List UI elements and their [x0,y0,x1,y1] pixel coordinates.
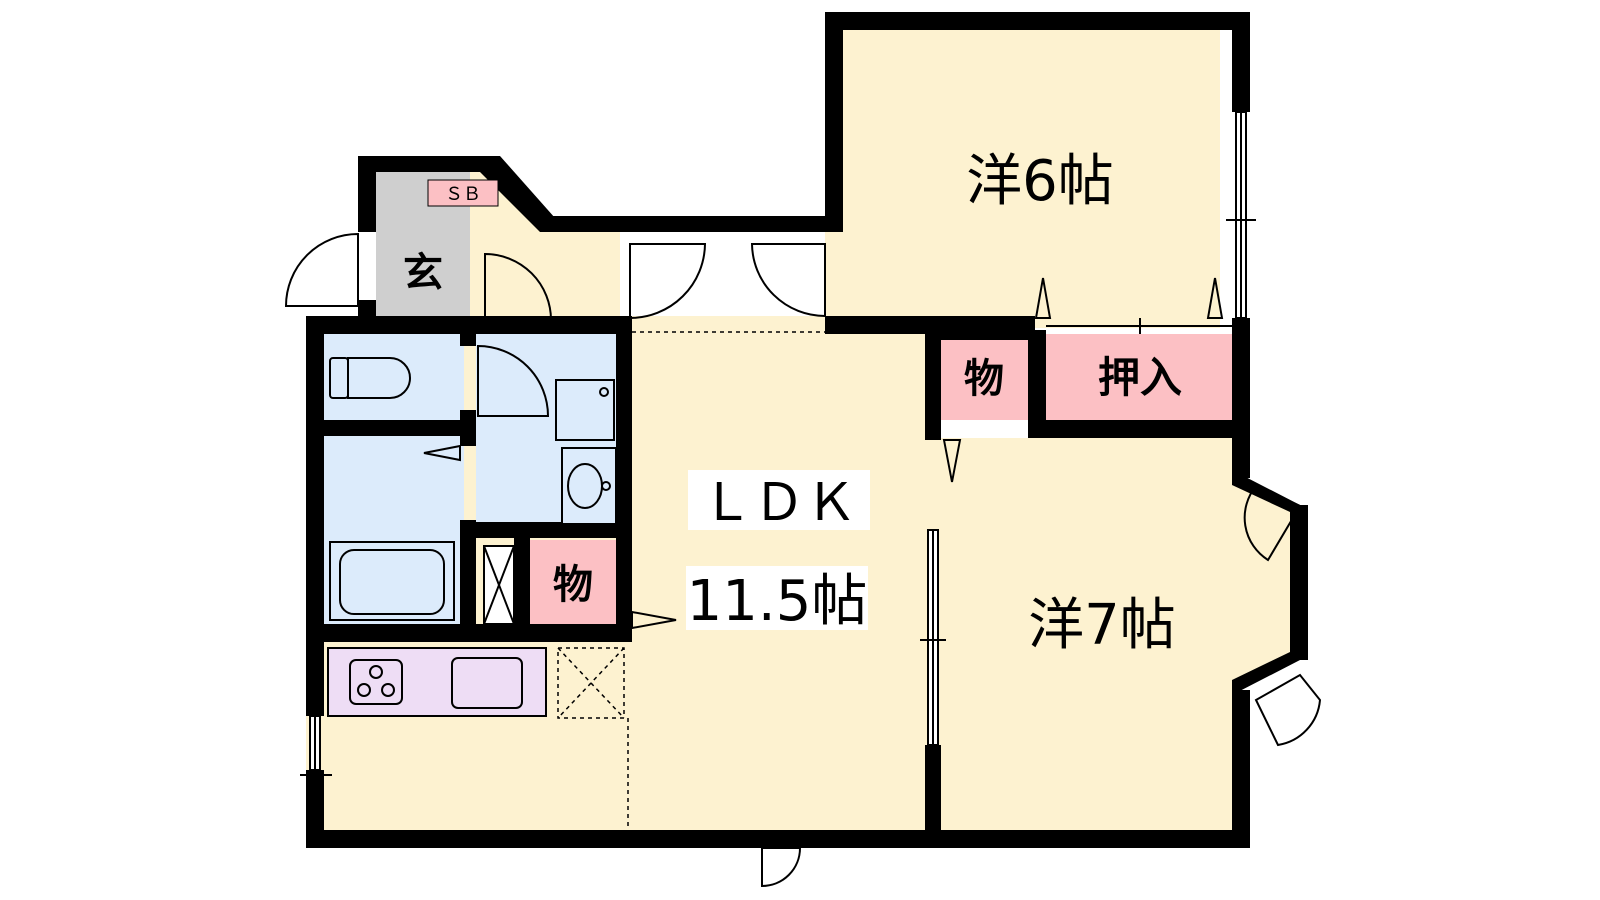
windows [300,111,1256,776]
closet-label: 押入 [1098,353,1182,402]
western7-floor [925,438,1300,840]
doors [284,232,1322,888]
bay-door-bottom [1254,673,1322,747]
washing-machine-icon [555,379,615,441]
storage-small-label: 物 [553,562,593,608]
closet-floor [1046,334,1234,420]
ldk-size-label: 11.5帖 [687,569,868,634]
walls [306,12,1308,848]
stove-icon [349,659,403,705]
refrigerator-space-icon [557,647,625,719]
toilet-door [477,344,550,417]
balcony-door [761,847,802,888]
labels: ＳＢ 玄 物 押入 洋6帖 洋7帖 ＬＤＫ 11.5帖 物 [403,149,1182,658]
shelf-icon [483,545,515,625]
storage-small-floor [530,540,616,624]
hall-floor [460,165,620,330]
storage-top-floor [940,334,1028,420]
bay-door-top [1243,484,1302,562]
fixtures [327,331,825,830]
hall-door [484,252,553,321]
ldk-name-label: ＬＤＫ [701,473,857,533]
shoe-box-label: ＳＢ [445,184,481,205]
toilet-icon [329,357,411,399]
kitchen-sink-icon [451,657,523,709]
ldk-door-left [629,243,707,320]
toilet-floor [324,334,464,420]
bathtub-icon [329,541,455,621]
entrance-door [284,232,359,307]
western6-floor [825,28,1220,328]
storage-top-label: 物 [964,356,1004,402]
western7-label: 洋7帖 [1028,593,1176,658]
sink-icon [561,447,617,525]
western6-label: 洋6帖 [966,149,1114,214]
western6-door [750,243,826,318]
entrance-label: 玄 [403,250,443,296]
